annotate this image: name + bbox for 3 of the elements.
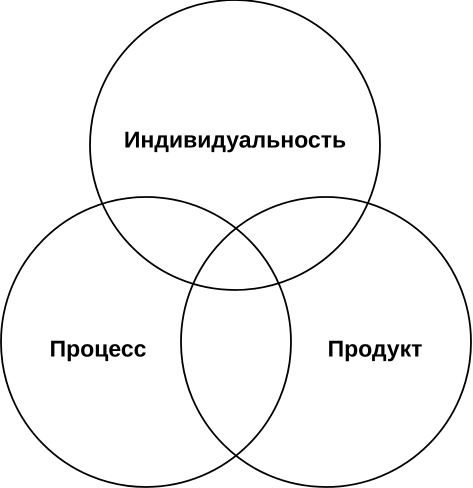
circle-label: Продукт [329,340,422,362]
circle-label: Индивидуальность [125,132,346,152]
circle-label: Процесс [51,340,146,362]
